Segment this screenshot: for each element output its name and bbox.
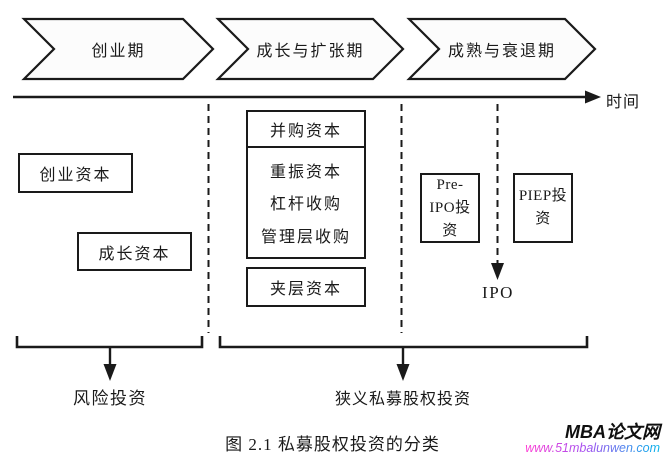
ipo-label: IPO	[482, 283, 514, 302]
watermark-site-url: www.51mbalunwen.com	[525, 440, 660, 455]
stage-chevron-1	[21, 17, 215, 81]
stage-chevron-2	[215, 17, 405, 81]
turnaround-capital-text: 重振资本	[269, 164, 342, 182]
watermark-site-name: MBA论文网	[565, 422, 660, 442]
mezzanine-capital-text: 夹层资本	[269, 281, 342, 298]
box-mezzanine-capital: 夹层资本	[246, 267, 366, 307]
venture-capital-text: 创业资本	[39, 167, 112, 184]
venture-investment-label: 风险投资	[73, 389, 147, 408]
figure-caption: 图 2.1 私募股权投资的分类	[225, 435, 440, 454]
growth-capital-text: 成长资本	[98, 245, 171, 263]
box-buyout-subtypes: 重振资本 杠杆收购 管理层收购	[246, 146, 366, 259]
time-axis-label: 时间	[606, 94, 641, 111]
narrow-pe-arrowhead	[396, 364, 410, 381]
time-axis-arrowhead	[585, 90, 601, 104]
narrow-pe-label: 狭义私募股权投资	[334, 391, 471, 408]
box-piep: PIEP投资	[513, 173, 573, 243]
leveraged-buyout-text: 杠杆收购	[269, 196, 342, 214]
bracket-venture-investment	[15, 336, 204, 349]
stage-label-startup: 创业期	[24, 19, 213, 79]
box-buyout-capital: 并购资本	[246, 110, 366, 148]
box-growth-capital: 成长资本	[77, 232, 192, 271]
stage-growth-text: 成长与扩张期	[256, 43, 365, 60]
venture-arrowhead	[103, 364, 117, 381]
buyout-capital-text: 并购资本	[269, 123, 342, 140]
stage-startup-text: 创业期	[91, 43, 146, 60]
ipo-arrowhead	[491, 263, 504, 280]
stage-maturity-text: 成熟与衰退期	[447, 43, 556, 60]
box-venture-capital: 创业资本	[18, 153, 133, 193]
box-pre-ipo: Pre-IPO投资	[420, 173, 480, 243]
bracket-narrow-pe	[218, 336, 589, 349]
watermark: MBA论文网 www.51mbalunwen.com	[525, 423, 660, 455]
stage-label-growth-expansion: 成长与扩张期	[218, 19, 403, 79]
stage-label-maturity-decline: 成熟与衰退期	[409, 19, 595, 79]
management-buyout-text: 管理层收购	[260, 228, 351, 246]
stage-chevron-3	[406, 17, 597, 81]
